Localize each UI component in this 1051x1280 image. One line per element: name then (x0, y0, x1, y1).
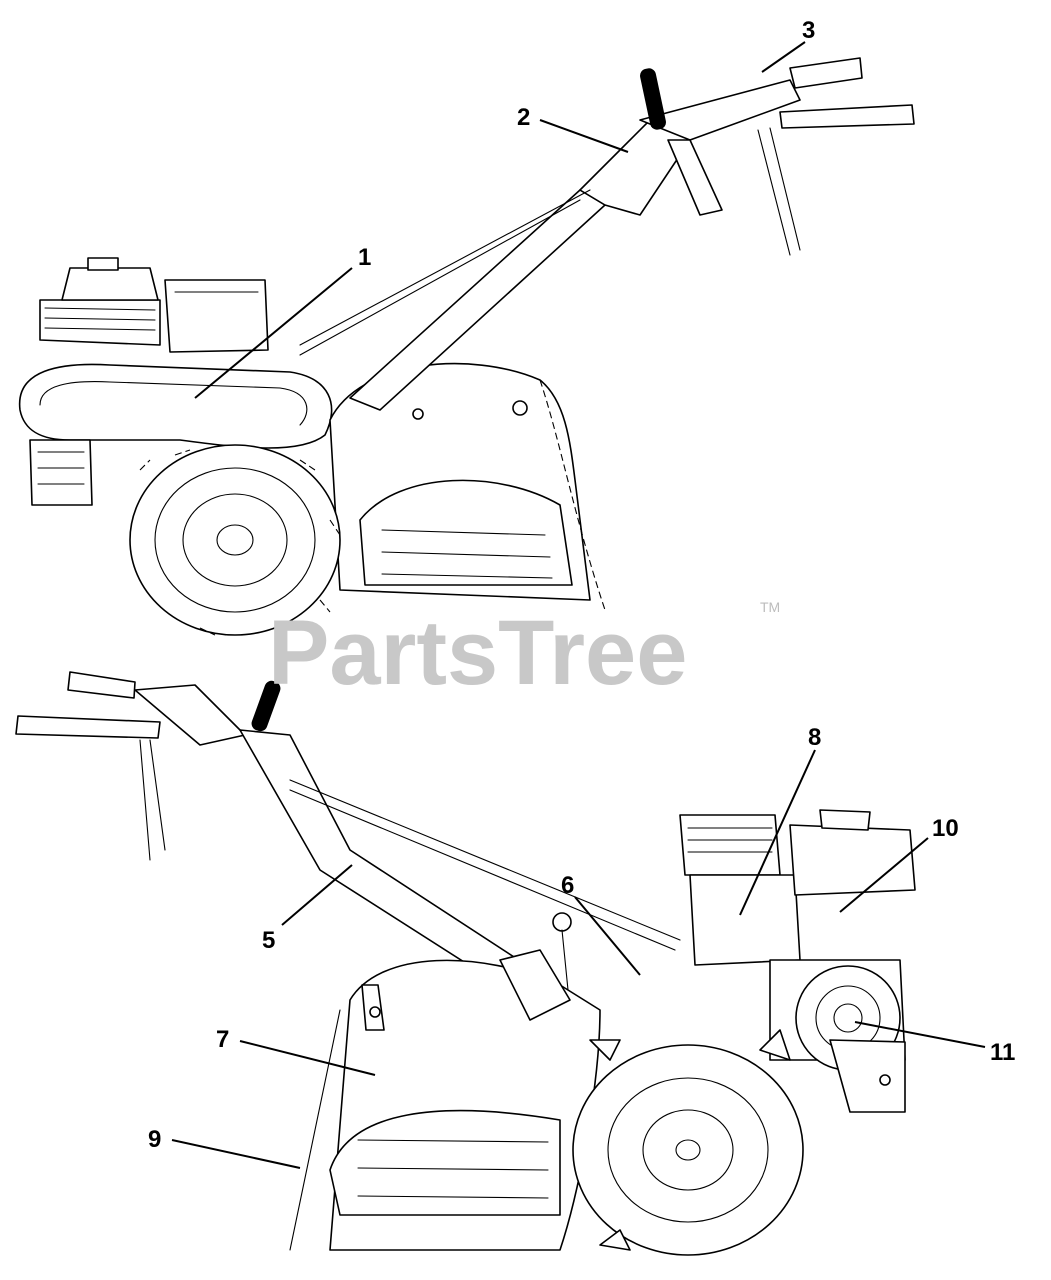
upper-engine (39, 257, 269, 353)
leader-line-7 (239, 1040, 376, 1076)
watermark-text: PartsTree (268, 602, 687, 704)
leader-line-10 (839, 837, 929, 913)
upper-handlebar (299, 57, 915, 411)
callouts: 1 2 3 5 6 7 8 9 10 11 (148, 17, 1015, 1169)
leader-line-8 (739, 749, 816, 916)
leader-line-6 (574, 896, 641, 976)
leader-line-1 (194, 267, 353, 399)
callout-8: 8 (808, 724, 821, 751)
callout-11: 11 (990, 1039, 1015, 1066)
upper-tiller-view (18, 57, 915, 636)
watermark-trademark: TM (760, 599, 780, 615)
watermark: PartsTree TM (268, 599, 780, 704)
callout-1: 1 (358, 244, 371, 271)
callout-2: 2 (517, 104, 530, 131)
lower-tine-hood (289, 912, 601, 1251)
leader-line-5 (281, 864, 353, 926)
upper-fender (18, 363, 333, 506)
lower-tiller-view (15, 671, 916, 1256)
callout-10: 10 (932, 815, 959, 842)
callout-7: 7 (216, 1026, 229, 1053)
callout-5: 5 (262, 927, 275, 954)
leader-line-11 (854, 1021, 986, 1048)
leader-line-3 (761, 41, 806, 73)
callout-3: 3 (802, 17, 815, 44)
upper-wheel (129, 444, 341, 636)
callout-9: 9 (148, 1126, 161, 1153)
lower-engine (679, 809, 916, 1113)
leader-line-2 (539, 119, 629, 153)
lower-handlebar (15, 671, 681, 1021)
leader-line-9 (171, 1139, 301, 1169)
callout-6: 6 (561, 872, 574, 899)
lower-wheel (572, 1029, 804, 1256)
